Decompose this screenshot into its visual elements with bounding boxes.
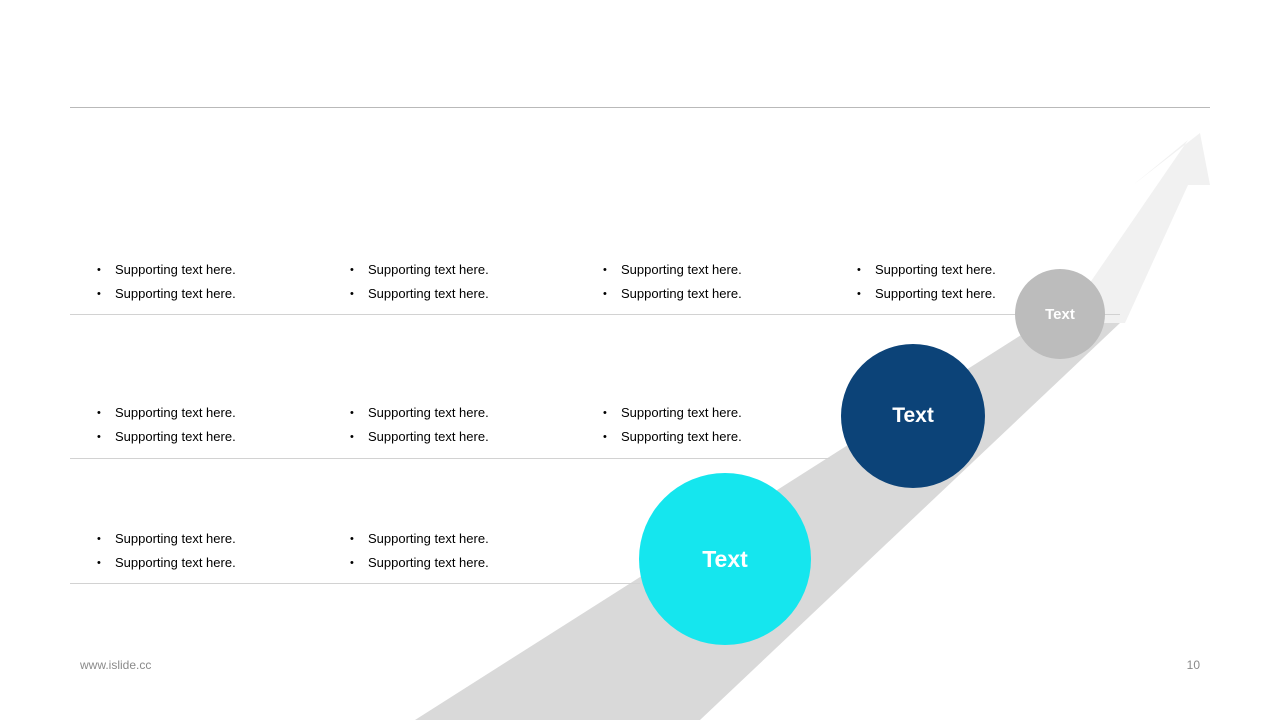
bullet-item: Supporting text here. [350, 258, 580, 282]
bullet-item: Supporting text here. [97, 527, 327, 551]
bullet-group-r2-c2: Supporting text here. Supporting text he… [350, 401, 580, 449]
bullet-group-r3-c2: Supporting text here. Supporting text he… [350, 527, 580, 575]
bullet-item: Supporting text here. [97, 551, 327, 575]
step-circle-medium: Text [841, 344, 985, 488]
row-divider-3 [70, 583, 640, 584]
bullet-item: Supporting text here. [97, 401, 327, 425]
bullet-item: Supporting text here. [350, 425, 580, 449]
step-circle-small: Text [1015, 269, 1105, 359]
bullet-item: Supporting text here. [97, 282, 327, 306]
bullet-item: Supporting text here. [857, 258, 1087, 282]
row-divider-2 [70, 458, 830, 459]
bullet-group-r2-c3: Supporting text here. Supporting text he… [603, 401, 833, 449]
step-circle-label: Text [1045, 305, 1075, 323]
bullet-item: Supporting text here. [350, 551, 580, 575]
bullet-group-r2-c1: Supporting text here. Supporting text he… [97, 401, 327, 449]
bullet-group-r1-c3: Supporting text here. Supporting text he… [603, 258, 833, 306]
bullet-item: Supporting text here. [603, 401, 833, 425]
bullet-item: Supporting text here. [603, 282, 833, 306]
page-number: 10 [1186, 658, 1200, 672]
bullet-item: Supporting text here. [350, 282, 580, 306]
bullet-item: Supporting text here. [97, 258, 327, 282]
footer-url: www.islide.cc [80, 658, 152, 672]
bullet-group-r3-c1: Supporting text here. Supporting text he… [97, 527, 327, 575]
bullet-group-r1-c2: Supporting text here. Supporting text he… [350, 258, 580, 306]
step-circle-large: Text [639, 473, 811, 645]
bullet-item: Supporting text here. [857, 282, 1087, 306]
step-circle-label: Text [702, 545, 748, 572]
bullet-group-r1-c1: Supporting text here. Supporting text he… [97, 258, 327, 306]
bullet-item: Supporting text here. [97, 425, 327, 449]
bullet-item: Supporting text here. [603, 258, 833, 282]
row-divider-1 [70, 314, 1120, 315]
bullet-item: Supporting text here. [350, 401, 580, 425]
bullet-item: Supporting text here. [350, 527, 580, 551]
arrow-background-shape [1085, 133, 1210, 323]
title-divider [70, 107, 1210, 108]
bullet-group-r1-c4: Supporting text here. Supporting text he… [857, 258, 1087, 306]
step-circle-label: Text [892, 404, 934, 427]
bullet-item: Supporting text here. [603, 425, 833, 449]
